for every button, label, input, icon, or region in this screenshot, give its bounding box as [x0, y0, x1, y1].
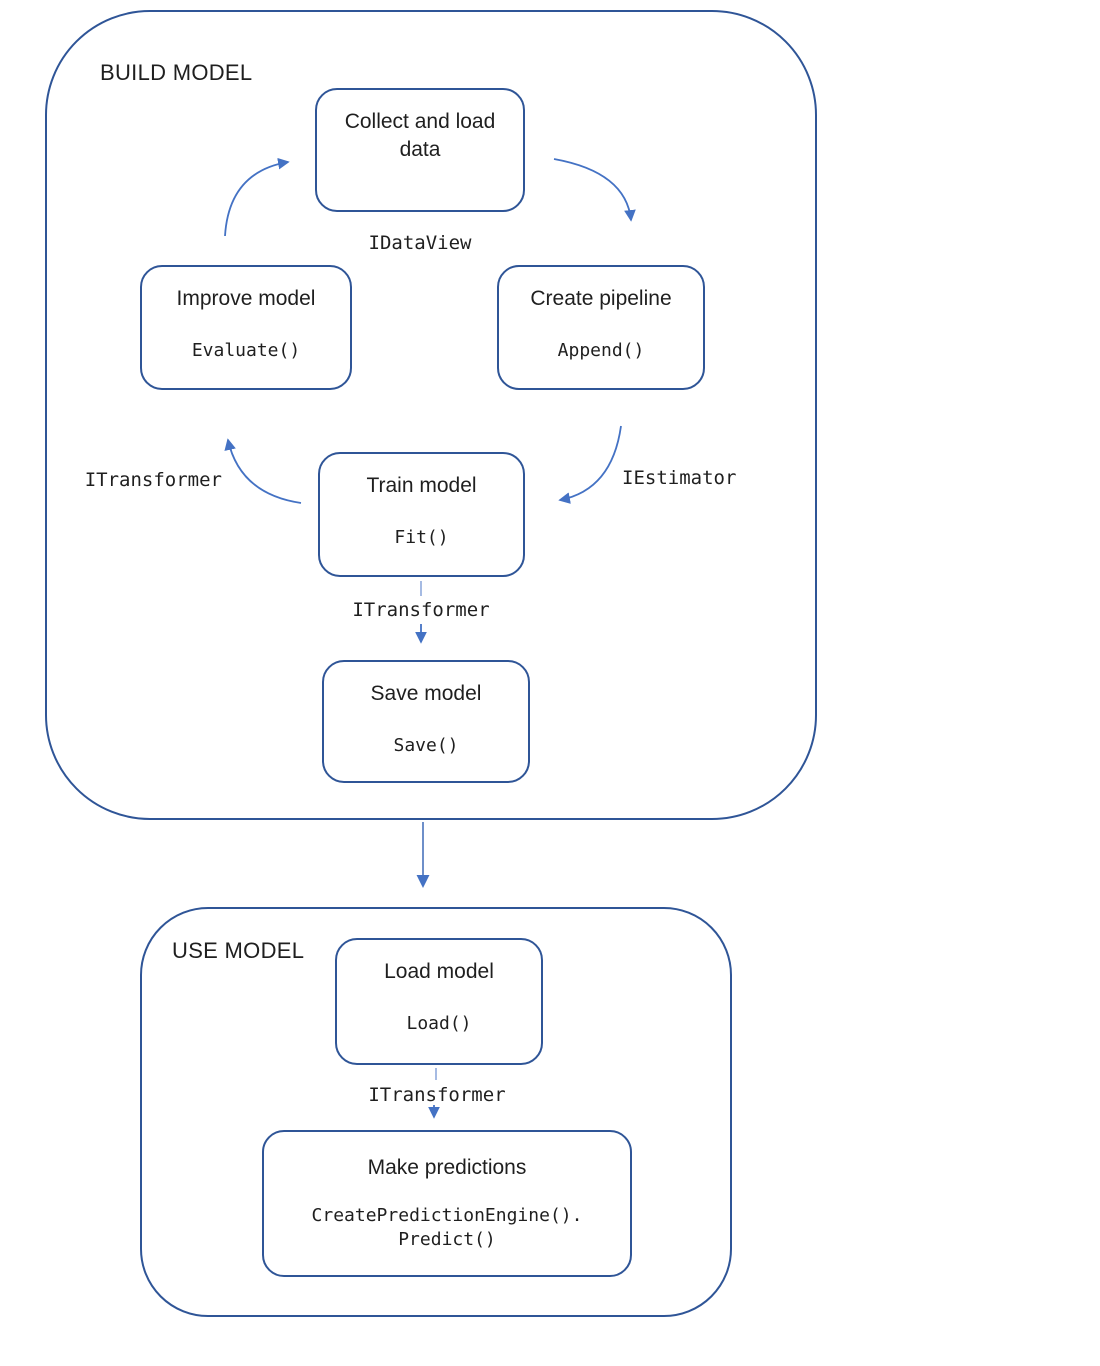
load-box-code: Load() [406, 1013, 472, 1035]
predict-box-title: Make predictions [367, 1156, 527, 1179]
build-model-container [45, 10, 817, 820]
train-model-box: Train model Fit() [318, 452, 525, 577]
improve-model-box: Improve model Evaluate() [140, 265, 352, 390]
improve-box-title: Improve model [176, 287, 316, 310]
predict-code-line2: Predict() [398, 1228, 496, 1250]
collect-and-load-data-box: Collect and load data [315, 88, 525, 212]
save-box-title: Save model [370, 682, 482, 705]
pipeline-box-title: Create pipeline [530, 287, 672, 310]
improve-box-code: Evaluate() [191, 340, 301, 362]
train-box-code: Fit() [394, 527, 449, 549]
save-model-box: Save model Save() [322, 660, 530, 783]
predict-box-code: CreatePredictionEngine(). Predict() [264, 1204, 630, 1251]
itransformer-left-label: ITransformer [84, 469, 222, 491]
load-box-title: Load model [384, 960, 494, 983]
load-model-box: Load model Load() [335, 938, 543, 1065]
predict-code-line1: CreatePredictionEngine(). [311, 1205, 583, 1227]
make-predictions-box: Make predictions CreatePredictionEngine(… [262, 1130, 632, 1277]
build-model-section-label: BUILD MODEL [100, 60, 253, 85]
save-box-code: Save() [393, 735, 459, 757]
train-box-title: Train model [366, 474, 477, 497]
use-model-section-label: USE MODEL [172, 938, 305, 963]
collect-box-title: Collect and load data [344, 110, 496, 162]
create-pipeline-box: Create pipeline Append() [497, 265, 705, 390]
itransformer-use-label: ITransformer [368, 1084, 506, 1106]
iestimator-label: IEstimator [622, 467, 737, 489]
pipeline-box-code: Append() [557, 340, 645, 362]
use-model-container [140, 907, 732, 1317]
itransformer-mid-label: ITransformer [352, 599, 490, 621]
idataview-label: IDataView [368, 232, 472, 254]
